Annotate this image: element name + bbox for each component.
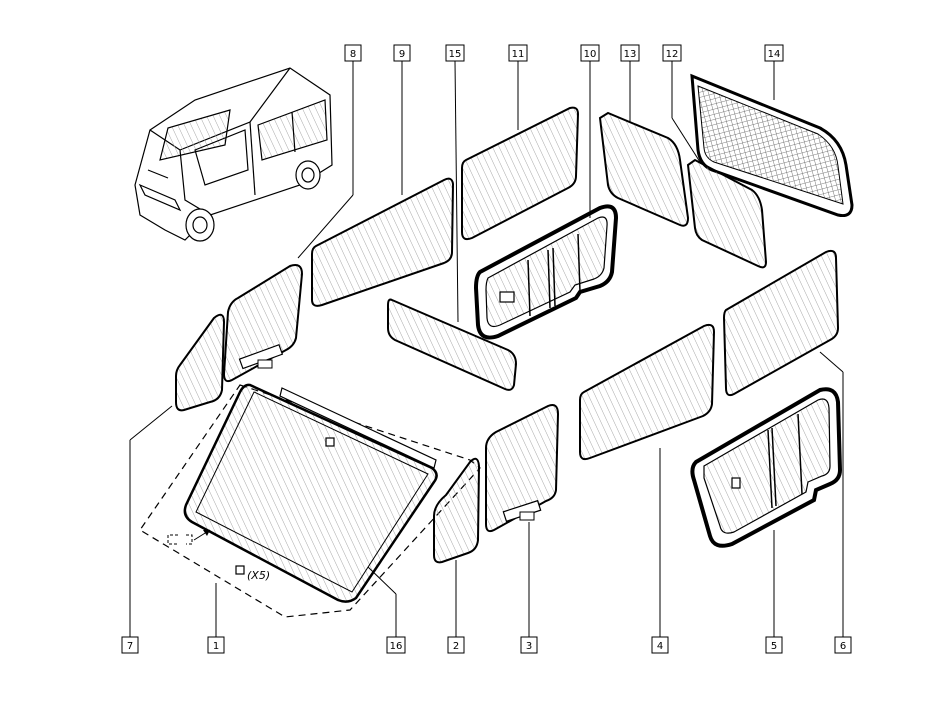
glass-9 — [311, 177, 455, 307]
callout-7: 7 — [121, 636, 139, 654]
callout-10: 10 — [580, 44, 600, 62]
callout-number: 16 — [390, 641, 403, 652]
windshield: (X5) — [139, 383, 481, 618]
windshield-note: (X5) — [247, 569, 270, 582]
callout-1: 1 — [207, 636, 225, 654]
callout-number: 11 — [512, 49, 525, 60]
callout-8: 8 — [344, 44, 362, 62]
door-glass-3 — [485, 404, 560, 533]
callout-15: 15 — [445, 44, 465, 62]
callout-number: 7 — [127, 641, 133, 652]
callout-2: 2 — [447, 636, 465, 654]
callout-number: 15 — [449, 49, 462, 60]
quarter-glass-2 — [433, 457, 481, 564]
callout-number: 3 — [526, 641, 532, 652]
glass-15 — [387, 298, 518, 391]
callout-number: 10 — [584, 49, 597, 60]
callout-3: 3 — [520, 636, 538, 654]
callout-number: 13 — [624, 49, 637, 60]
glass-12 — [686, 158, 768, 269]
callout-12: 12 — [662, 44, 682, 62]
callout-number: 4 — [657, 641, 663, 652]
callout-number: 12 — [666, 49, 679, 60]
rear-window-heated — [690, 73, 854, 217]
callout-number: 8 — [350, 49, 356, 60]
callout-14: 14 — [764, 44, 784, 62]
sliding-window-10 — [473, 204, 619, 340]
glass-4 — [579, 323, 716, 461]
callout-6: 6 — [834, 636, 852, 654]
callout-4: 4 — [651, 636, 669, 654]
door-glass-8 — [222, 264, 304, 383]
callout-number: 2 — [453, 641, 459, 652]
glass-11 — [461, 106, 580, 241]
callout-number: 5 — [771, 641, 777, 652]
callout-13: 13 — [620, 44, 640, 62]
callout-number: 1 — [213, 641, 219, 652]
sliding-window-5 — [690, 387, 843, 548]
quarter-glass-7 — [175, 313, 226, 412]
glass-6 — [722, 249, 840, 397]
callout-11: 11 — [508, 44, 528, 62]
callout-5: 5 — [765, 636, 783, 654]
van-illustration — [134, 67, 333, 242]
callout-9: 9 — [393, 44, 411, 62]
leader-lines — [129, 60, 844, 637]
glass-13 — [598, 111, 690, 227]
callout-number: 14 — [768, 49, 781, 60]
callout-number: 9 — [399, 49, 405, 60]
callout-number: 6 — [840, 641, 846, 652]
callout-16: 16 — [386, 636, 406, 654]
